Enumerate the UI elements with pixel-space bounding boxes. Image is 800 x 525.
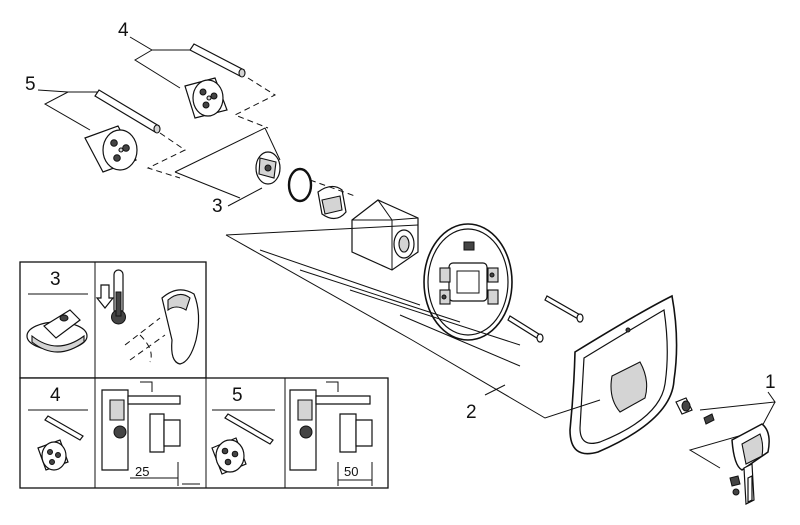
callout-1: 1 (765, 372, 776, 393)
lever-handle (731, 423, 770, 505)
mounting-screw-upper (544, 295, 584, 323)
retaining-clip (317, 185, 347, 220)
part-group-3: 3 (212, 151, 356, 220)
lever-handle-icon (124, 289, 200, 365)
spindle-pin-4 (189, 43, 246, 78)
trim-plate (569, 294, 678, 455)
callout-3: 3 (212, 196, 223, 217)
callout-4: 4 (118, 20, 129, 41)
part-group-1: 1 (675, 372, 776, 505)
sleeve (351, 199, 419, 271)
dimension-detail-50: 50 (289, 381, 373, 486)
table-header-4: 4 (50, 385, 61, 406)
dimension-label-25: 25 (135, 464, 149, 479)
round-backplate (423, 223, 513, 341)
dimension-label-50: 50 (344, 464, 358, 479)
table-cell-5: 5 (211, 385, 275, 475)
mounting-screw-lower (507, 315, 544, 343)
callout-2: 2 (466, 402, 477, 423)
part-group-5: 5 (25, 74, 186, 179)
thermometer-icon (111, 269, 126, 325)
table-cell-4: 4 (28, 385, 88, 471)
table-header-5: 5 (232, 385, 243, 406)
o-ring (287, 167, 313, 203)
set-screw-lower (729, 475, 741, 487)
cartridge-4 (184, 77, 228, 119)
dimension-detail-25: 25 (101, 381, 200, 486)
table-header-3: 3 (50, 269, 61, 290)
handle-adapter (675, 397, 693, 415)
instruction-table: 3 (19, 261, 389, 489)
cartridge-5 (84, 125, 138, 173)
set-screw-upper (703, 413, 715, 425)
table-cell-3: 3 (26, 269, 88, 353)
table-cell-temperature (95, 269, 200, 365)
spindle-pin-5 (94, 89, 161, 134)
callout-5: 5 (25, 74, 36, 95)
stop-ring-detail (26, 309, 88, 353)
part-group-4: 4 (118, 20, 277, 129)
part-group-2: 2 (225, 224, 601, 423)
stop-ring (255, 151, 281, 185)
cold-arrow-icon (95, 284, 115, 309)
